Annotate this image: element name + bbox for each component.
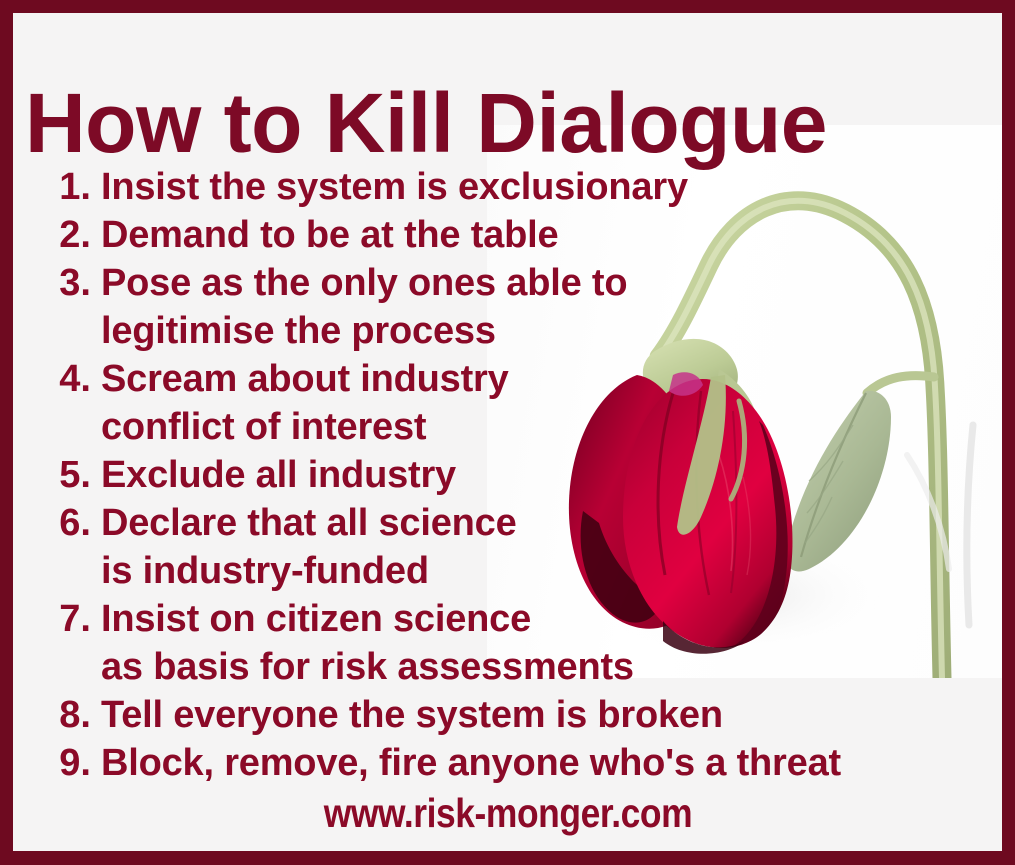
list-item: 1. Insist the system is exclusionary: [13, 163, 1002, 211]
website-url: www.risk-monger.com: [323, 790, 692, 836]
list-item: 5. Exclude all industry: [13, 451, 1002, 499]
list-item-number: 8.: [59, 694, 91, 736]
list-item-number: 2.: [59, 214, 91, 256]
list-item-number: 7.: [59, 598, 91, 640]
list-item-text: Tell everyone the system is broken: [101, 694, 723, 736]
list-item-continuation: as basis for risk assessments: [13, 643, 1002, 691]
list-item-text: Scream about industry: [101, 358, 509, 400]
list-item-number: 9.: [59, 742, 91, 784]
list-item-continuation: is industry-funded: [13, 547, 1002, 595]
list-item: 4. Scream about industry: [13, 355, 1002, 403]
list-item-text: Declare that all science: [101, 502, 517, 544]
poster-card: How to Kill Dialogue 1. Insist the syste…: [13, 13, 1002, 851]
list-item-continuation: conflict of interest: [13, 403, 1002, 451]
list-item-text: Demand to be at the table: [101, 214, 559, 256]
list-item-text: Insist the system is exclusionary: [101, 166, 688, 208]
list-item-text: Exclude all industry: [101, 454, 456, 496]
list-item-text: conflict of interest: [101, 406, 427, 448]
list-item-number: 1.: [59, 166, 91, 208]
list-item: 7. Insist on citizen science: [13, 595, 1002, 643]
list-item-number: 5.: [59, 454, 91, 496]
list-item-text: Insist on citizen science: [101, 598, 532, 640]
page-title: How to Kill Dialogue: [25, 76, 828, 171]
list-item-text: as basis for risk assessments: [101, 646, 634, 688]
list-item-continuation: legitimise the process: [13, 307, 1002, 355]
list-item: 9. Block, remove, fire anyone who's a th…: [13, 739, 1002, 787]
list-item: 6. Declare that all science: [13, 499, 1002, 547]
list-item: 2. Demand to be at the table: [13, 211, 1002, 259]
list-item-number: 4.: [59, 358, 91, 400]
tactics-list: 1. Insist the system is exclusionary 2. …: [13, 163, 1002, 787]
list-item: 3. Pose as the only ones able to: [13, 259, 1002, 307]
list-item-text: legitimise the process: [101, 310, 496, 352]
list-item-text: is industry-funded: [101, 550, 429, 592]
list-item-number: 6.: [59, 502, 91, 544]
list-item-text: Block, remove, fire anyone who's a threa…: [101, 742, 841, 784]
list-item: 8. Tell everyone the system is broken: [13, 691, 1002, 739]
list-item-number: 3.: [59, 262, 91, 304]
list-item-text: Pose as the only ones able to: [101, 262, 628, 304]
